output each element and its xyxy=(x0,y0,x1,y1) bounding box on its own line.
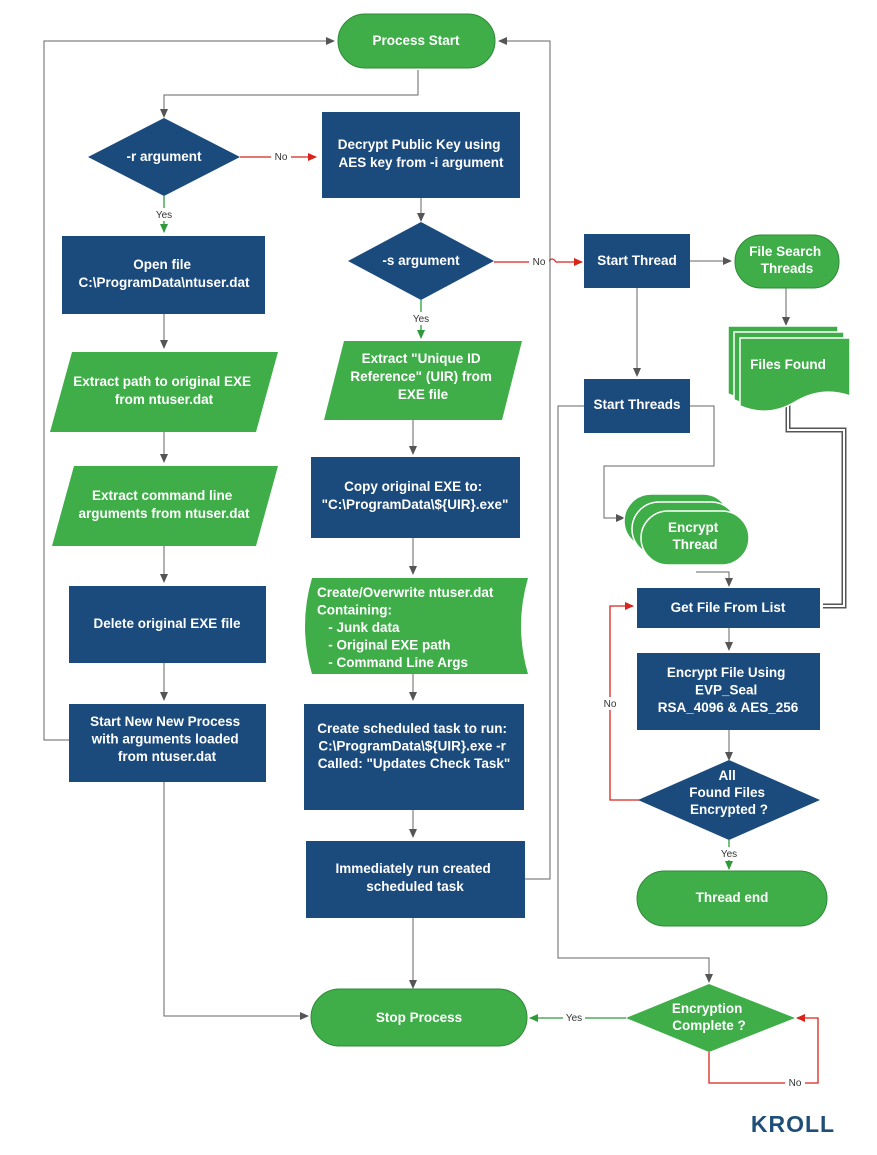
process-start-label: Process Start xyxy=(372,33,460,48)
thread-end-node xyxy=(636,870,828,927)
open-file-label: Open file C:\ProgramData\ntuser.dat xyxy=(78,257,250,290)
delete-exe-label: Delete original EXE file xyxy=(93,616,241,631)
edge-runtask-to-start xyxy=(498,37,551,880)
start-threads-label: Start Threads xyxy=(593,397,680,412)
edge-start-to-r xyxy=(160,70,419,118)
copy-exe-node xyxy=(311,457,520,538)
label-allfound-no: No xyxy=(604,699,617,710)
edge-newprocess-to-stop xyxy=(163,782,309,1020)
stop-process-label: Stop Process xyxy=(376,1010,462,1025)
r-argument-label: -r argument xyxy=(126,149,202,164)
extract-cmdline-node xyxy=(52,466,278,546)
label-s-no: No xyxy=(533,257,546,268)
file-search-threads-label: File Search Threads xyxy=(749,244,825,276)
start-threads-node xyxy=(584,379,690,433)
s-argument-label: -s argument xyxy=(382,253,460,268)
extract-path-node xyxy=(50,352,278,432)
edge-labels: No No Yes Yes No Yes Yes No xyxy=(153,150,805,1089)
edge-newprocess-to-start xyxy=(43,37,335,741)
all-found-decision xyxy=(638,760,820,840)
label-s-yes: Yes xyxy=(413,314,429,325)
extract-uir-label: Extract "Unique ID Reference" (UIR) from… xyxy=(350,351,495,402)
get-file-node xyxy=(637,588,820,628)
extract-cmdline-label: Extract command line arguments from ntus… xyxy=(78,488,250,521)
create-task-node xyxy=(304,704,524,810)
get-file-label: Get File From List xyxy=(671,600,786,615)
encrypt-file-node xyxy=(637,653,820,730)
start-new-process-node xyxy=(69,704,266,782)
encrypt-thread-label: Encrypt Thread xyxy=(668,520,722,552)
label-r-yes: Yes xyxy=(156,210,172,221)
s-argument-decision xyxy=(348,222,494,300)
delete-exe-node xyxy=(69,586,266,663)
all-found-label: All Found Files Encrypted ? xyxy=(689,768,769,817)
create-task-label: Create scheduled task to run: C:\Program… xyxy=(317,721,511,771)
files-found-node xyxy=(727,325,851,412)
kroll-logo: KROLL xyxy=(751,1111,835,1137)
edge-startthreads-to-encryptthread xyxy=(603,405,715,522)
label-enccomplete-no: No xyxy=(789,1078,802,1089)
file-search-threads-node xyxy=(734,234,840,289)
start-new-process-label: Start New New Process with arguments loa… xyxy=(90,714,244,764)
edge-enccomplete-no xyxy=(708,1014,819,1084)
edge-encryptthread-to-getfile xyxy=(696,571,733,587)
start-thread-node xyxy=(584,234,690,288)
decrypt-public-key-node xyxy=(322,112,520,198)
copy-exe-label: Copy original EXE to: "C:\ProgramData\${… xyxy=(322,479,509,512)
r-argument-decision xyxy=(88,118,240,196)
encryption-complete-decision xyxy=(626,984,795,1052)
start-thread-label: Start Thread xyxy=(597,253,677,268)
run-task-node xyxy=(306,841,525,918)
extract-path-label: Extract path to original EXE from ntuser… xyxy=(73,374,255,407)
decrypt-public-key-label: Decrypt Public Key using AES key from -i… xyxy=(338,137,505,170)
encrypt-thread-node xyxy=(623,493,750,566)
extract-uir-node xyxy=(324,341,522,420)
label-enccomplete-yes: Yes xyxy=(566,1013,582,1024)
open-file-node xyxy=(62,236,265,314)
thread-end-label: Thread end xyxy=(696,890,769,905)
files-found-to-getfile xyxy=(785,403,847,609)
label-r-no: No xyxy=(275,152,288,163)
process-start-node xyxy=(337,13,496,69)
edge-startthreads-to-enccomplete xyxy=(557,405,713,983)
encrypt-file-label: Encrypt File Using EVP_Seal RSA_4096 & A… xyxy=(658,665,799,715)
run-task-label: Immediately run created scheduled task xyxy=(335,861,494,894)
label-allfound-yes: Yes xyxy=(721,849,737,860)
encryption-complete-label: Encryption Complete ? xyxy=(672,1001,746,1033)
files-found-label: Files Found xyxy=(750,357,826,372)
stop-process-node xyxy=(310,988,528,1047)
connectors xyxy=(43,37,790,1020)
create-ntuser-node xyxy=(305,578,528,674)
